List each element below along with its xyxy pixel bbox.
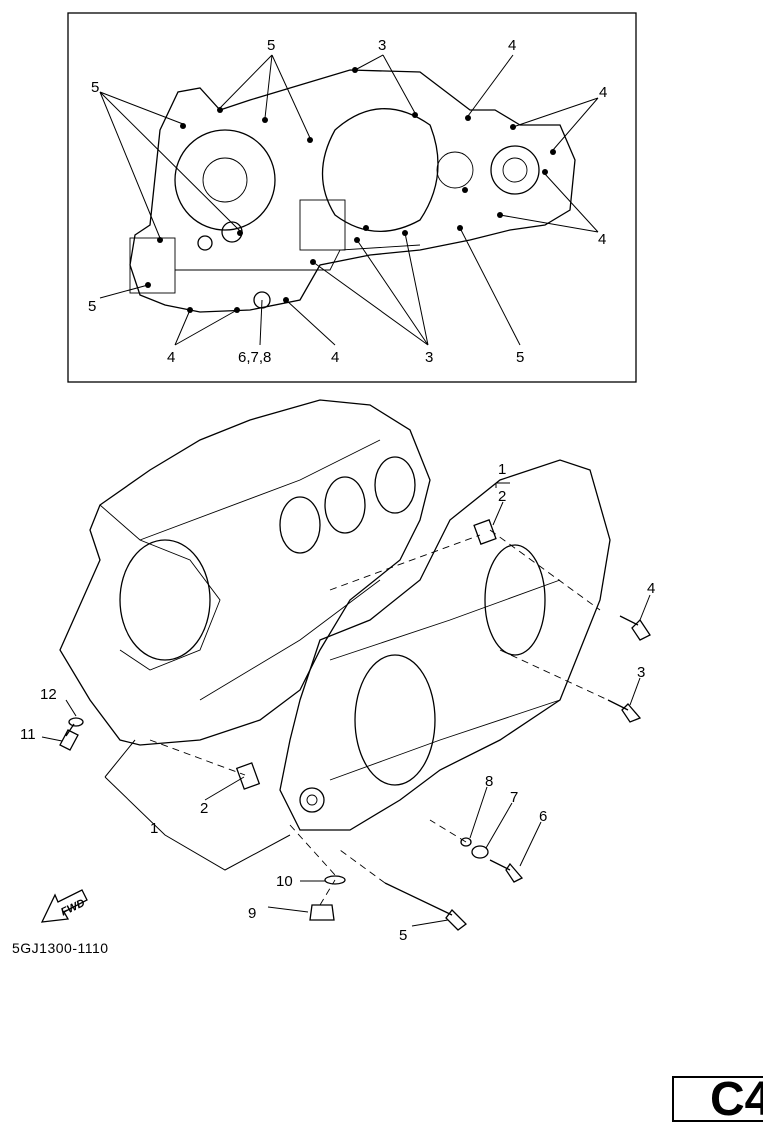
- callout-label: 5: [516, 349, 524, 366]
- callout-label: 4: [167, 349, 175, 366]
- callout-label: 6: [539, 808, 547, 825]
- callout-label: 1: [150, 820, 158, 837]
- callout-label: 3: [637, 664, 645, 681]
- crankcase-right-half: [279, 459, 611, 831]
- callout-label: 8: [485, 773, 493, 790]
- callout-label: 4: [331, 349, 339, 366]
- exploded-view: 1 2 4 3 12 11 8 7 6 2 1 10 9 5 FWD: [20, 399, 655, 944]
- fwd-label: FWD: [59, 897, 87, 918]
- page-reference-box: C4: [672, 1073, 763, 1126]
- bolt: [607, 699, 642, 723]
- callout-label: 11: [20, 726, 36, 743]
- long-bolt: [384, 882, 467, 931]
- o-ring: [460, 837, 472, 847]
- drain-bolt: [489, 859, 524, 883]
- callout-label: 4: [598, 231, 606, 248]
- callout-label: 1: [498, 461, 506, 478]
- o-ring: [324, 875, 346, 885]
- callout-label: 7: [510, 789, 518, 806]
- page-reference: C4: [710, 1073, 763, 1126]
- callout-label: 3: [425, 349, 433, 366]
- crankcase-top-outline: [129, 67, 576, 313]
- callout-label: 3: [378, 37, 386, 54]
- exploded-callouts: 1 2 4 3 12 11 8 7 6 2 1 10 9 5: [20, 461, 655, 944]
- diagram-code: 5GJ1300-1110: [12, 940, 109, 956]
- callout-label: 5: [88, 298, 96, 315]
- callout-label: 5: [267, 37, 275, 54]
- inset-callouts: 5 3 4 5 4 4 5 4 6,7,8 4 3 5: [88, 37, 607, 366]
- strainer-plug: [309, 904, 335, 921]
- gasket: [68, 717, 84, 727]
- callout-label: 9: [248, 905, 256, 922]
- dowel-pin: [473, 519, 497, 545]
- callout-label: 2: [498, 488, 506, 505]
- exploded-leader-lines: [41, 482, 651, 927]
- callout-label: 6,7,8: [238, 349, 271, 366]
- parts: [59, 519, 651, 931]
- fwd-arrow-icon: FWD: [40, 889, 88, 923]
- callout-label: 4: [599, 84, 607, 101]
- inset-view: 5 3 4 5 4 4 5 4 6,7,8 4 3 5: [67, 12, 637, 383]
- callout-label: 2: [200, 800, 208, 817]
- bolt: [619, 615, 651, 641]
- washer: [471, 845, 489, 859]
- callout-label: 4: [647, 580, 655, 597]
- inset-leader-lines: [99, 54, 599, 346]
- callout-label: 10: [276, 873, 293, 890]
- callout-label: 5: [91, 79, 99, 96]
- dowel-pin: [235, 762, 261, 790]
- callout-label: 5: [399, 927, 407, 944]
- callout-label: 12: [40, 686, 57, 703]
- inset-frame: [67, 12, 637, 383]
- crankcase-left-half: [59, 399, 431, 746]
- plug-bolt: [59, 723, 79, 751]
- callout-label: 4: [508, 37, 516, 54]
